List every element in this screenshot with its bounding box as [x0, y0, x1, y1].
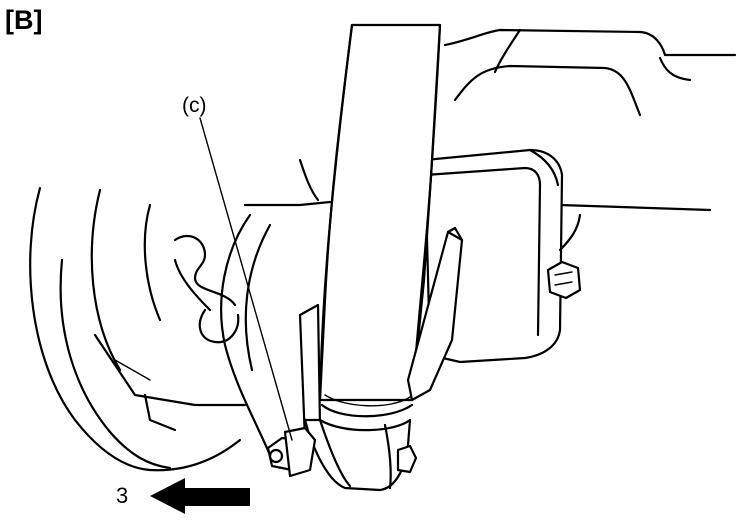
lower-bolt-nut: [266, 426, 418, 478]
tire: [29, 186, 272, 472]
shock-absorber: [318, 23, 442, 418]
arrow-label: 3: [116, 483, 129, 508]
vehicle-body: [243, 28, 737, 212]
callout-c-leader: [199, 117, 293, 441]
direction-arrow: [150, 478, 250, 514]
callout-label-c: (c): [182, 94, 207, 117]
arm-bolt: [546, 213, 582, 300]
panel-label: [B]: [5, 5, 43, 35]
lower-mount-bracket: [298, 226, 464, 492]
